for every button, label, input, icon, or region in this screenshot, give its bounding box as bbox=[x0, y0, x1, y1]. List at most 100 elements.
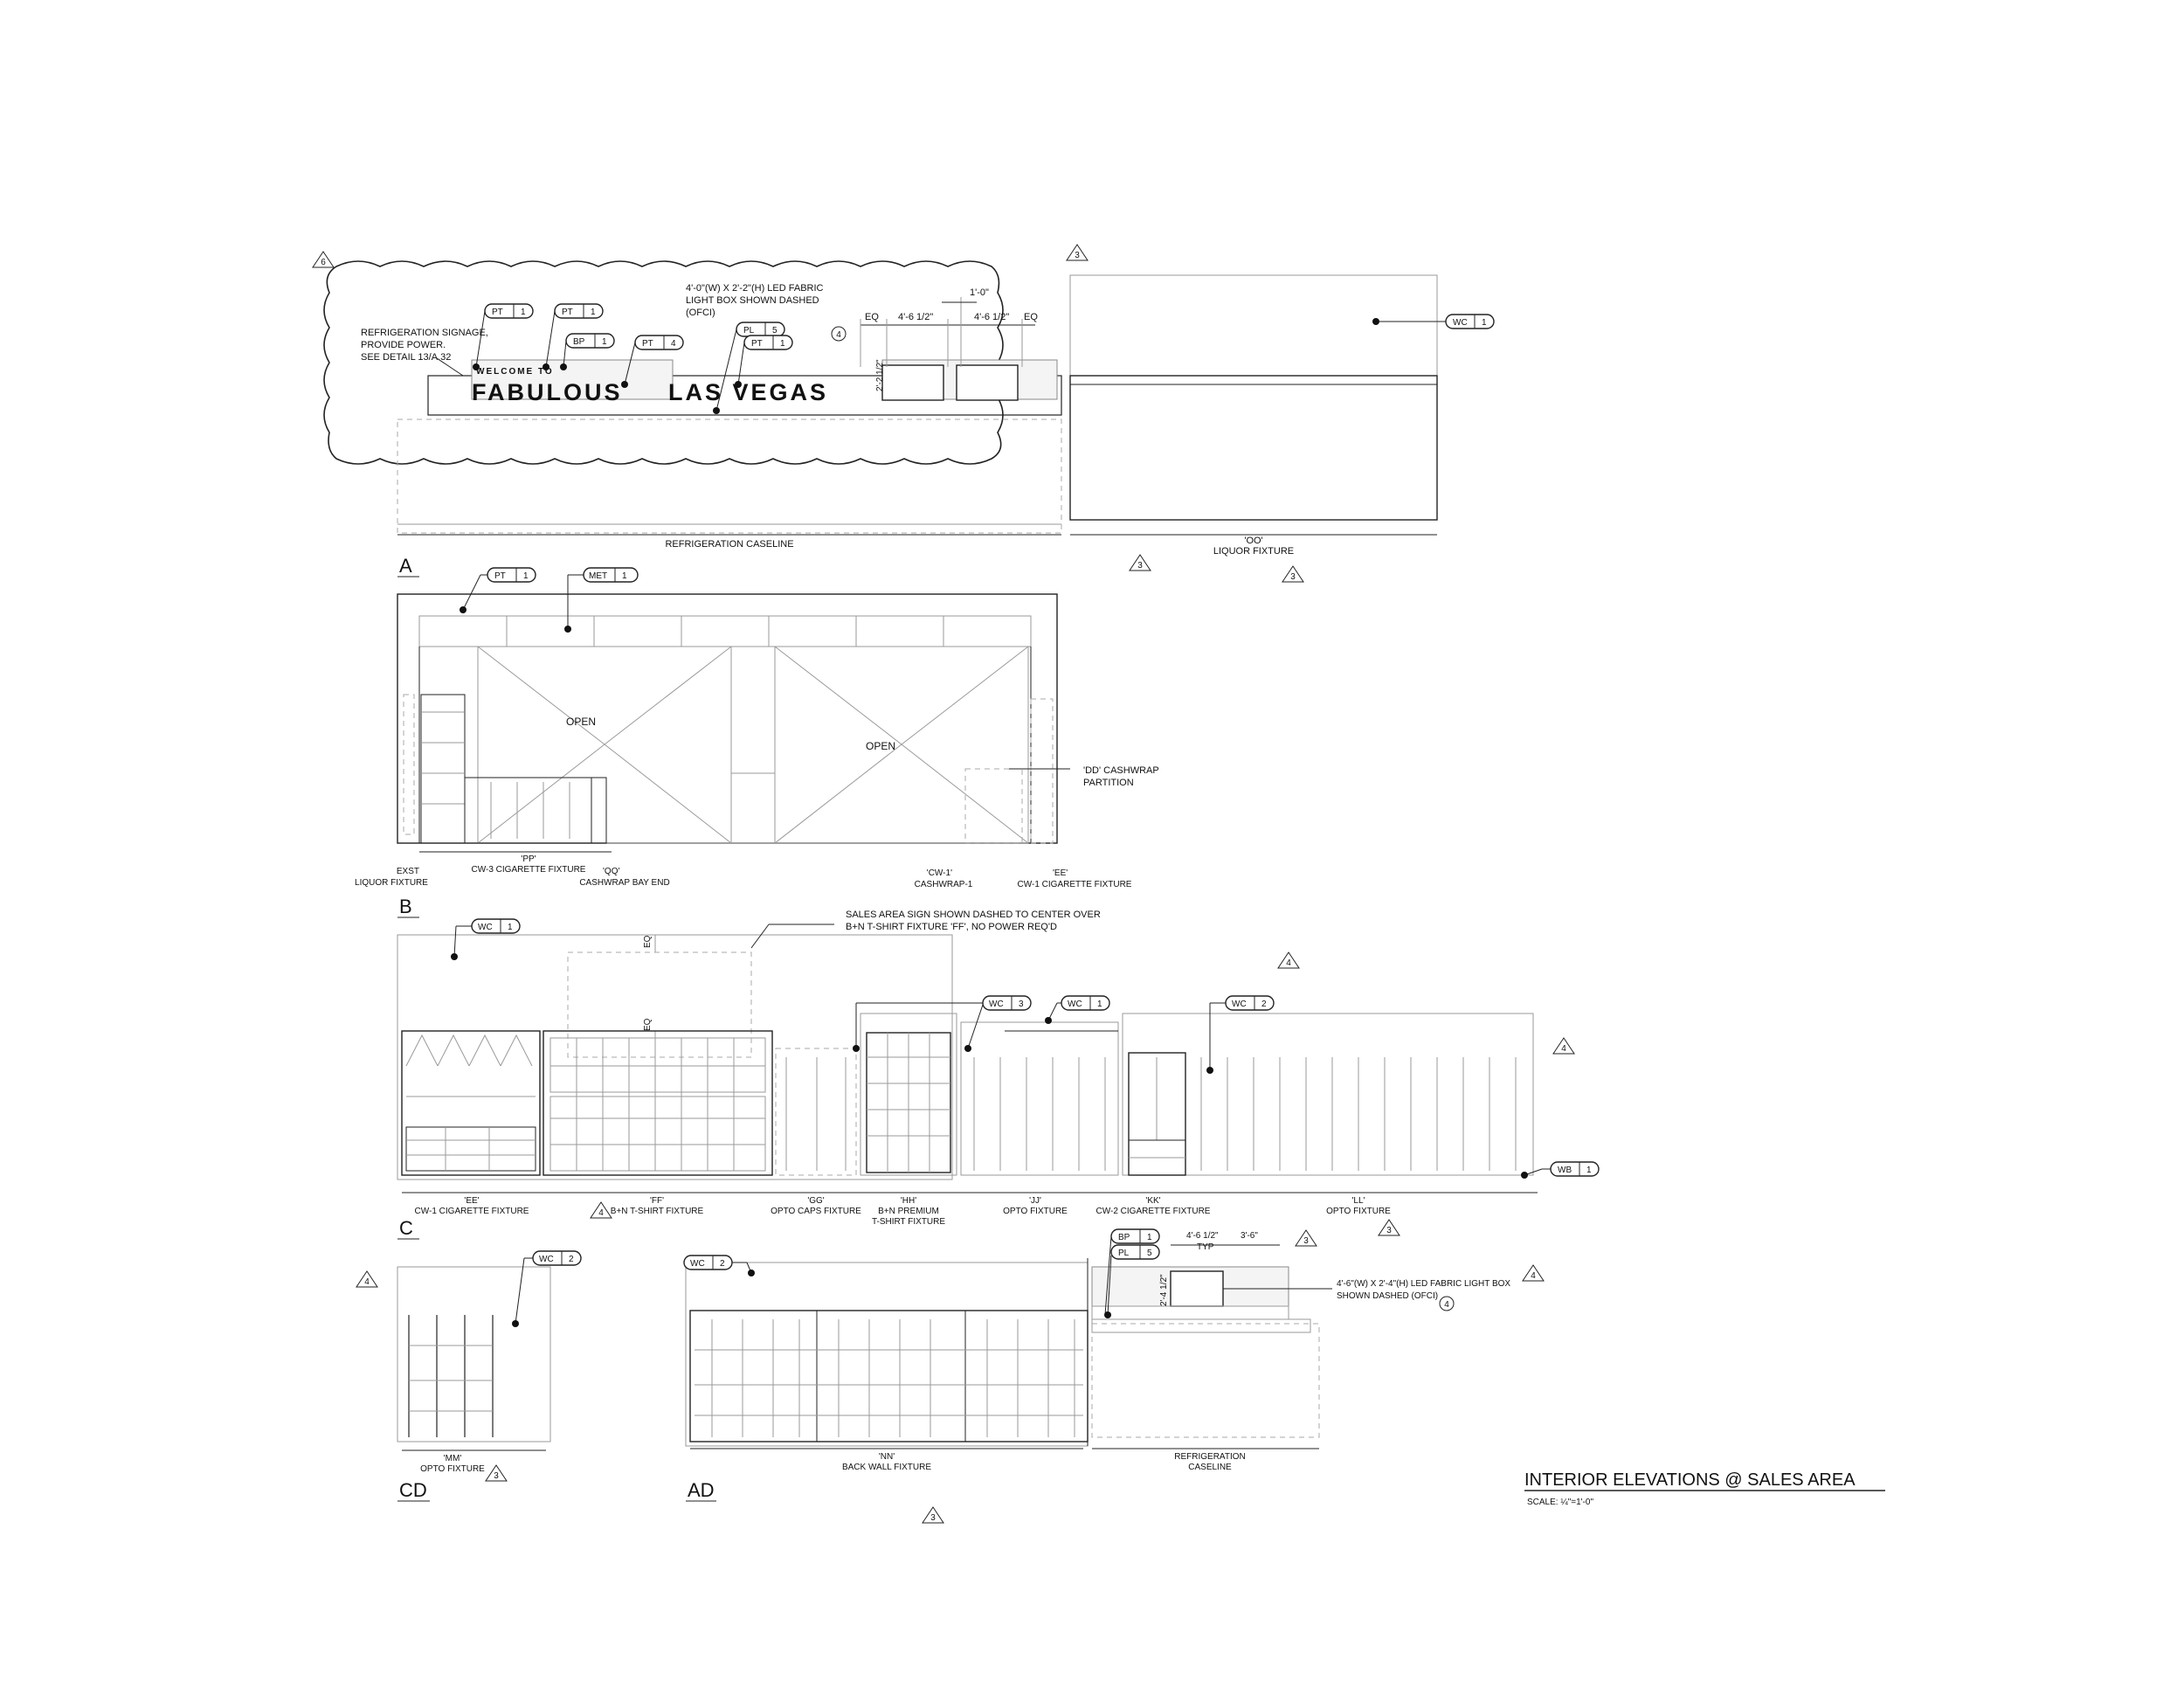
elevation-label-cd: CD bbox=[399, 1479, 427, 1501]
note-sales-area-sign: SALES AREA SIGN SHOWN DASHED TO CENTER O… bbox=[846, 910, 1103, 932]
svg-text:'PP': 'PP' bbox=[521, 854, 536, 864]
svg-text:'FF': 'FF' bbox=[650, 1196, 664, 1206]
svg-text:'QQ': 'QQ' bbox=[603, 867, 619, 876]
svg-text:'EE': 'EE' bbox=[1053, 868, 1068, 878]
svg-text:3: 3 bbox=[930, 1513, 936, 1523]
elevation-a: WELCOME TO FABULOUS LAS VEGAS REFRIGERAT… bbox=[312, 244, 1495, 583]
svg-text:WC: WC bbox=[989, 1000, 1004, 1009]
svg-text:EQ: EQ bbox=[643, 935, 653, 948]
svg-text:3: 3 bbox=[494, 1471, 499, 1481]
svg-text:WC: WC bbox=[1068, 1000, 1082, 1009]
svg-text:'LL': 'LL' bbox=[1352, 1196, 1365, 1206]
caption-refrigeration-caseline: REFRIGERATION CASELINE bbox=[665, 539, 793, 550]
svg-text:4: 4 bbox=[671, 339, 676, 349]
kk-cigarette-fixture bbox=[1128, 1052, 1186, 1176]
elevation-label-c: C bbox=[399, 1217, 413, 1239]
revision-triangles-c: 4 4 4 3 bbox=[590, 951, 1575, 1236]
nn-back-wall-fixture bbox=[689, 1310, 1089, 1442]
svg-text:1'-0": 1'-0" bbox=[970, 287, 989, 298]
svg-text:3: 3 bbox=[1137, 561, 1143, 571]
svg-text:OPTO FIXTURE: OPTO FIXTURE bbox=[1326, 1207, 1391, 1216]
jj-opto-fixture bbox=[973, 1057, 1106, 1171]
revision-cloud bbox=[323, 260, 1004, 465]
svg-text:4'-6 1/2": 4'-6 1/2" bbox=[1186, 1231, 1219, 1241]
svg-text:2: 2 bbox=[720, 1259, 725, 1269]
svg-text:3: 3 bbox=[1303, 1236, 1309, 1246]
svg-text:4: 4 bbox=[1444, 1300, 1449, 1310]
svg-text:4'-6 1/2": 4'-6 1/2" bbox=[898, 312, 933, 322]
svg-text:'OO': 'OO' bbox=[1244, 536, 1262, 546]
gg-opto-caps-fixture bbox=[775, 1048, 857, 1176]
svg-text:3: 3 bbox=[1290, 572, 1296, 582]
svg-text:CW-1 CIGARETTE FIXTURE: CW-1 CIGARETTE FIXTURE bbox=[1018, 880, 1132, 889]
svg-text:CW-1 CIGARETTE FIXTURE: CW-1 CIGARETTE FIXTURE bbox=[415, 1207, 529, 1216]
sheet-title: INTERIOR ELEVATIONS @ SALES AREA bbox=[1524, 1470, 1856, 1490]
brick-sign-panel bbox=[471, 359, 674, 400]
svg-text:1: 1 bbox=[1147, 1233, 1152, 1242]
ee-cigarette-fixture bbox=[401, 1030, 541, 1176]
svg-text:TYP: TYP bbox=[1197, 1242, 1214, 1252]
sign-fabulous: FABULOUS bbox=[472, 379, 623, 405]
caption-nn: BACK WALL FIXTURE bbox=[842, 1463, 931, 1472]
svg-text:4: 4 bbox=[836, 330, 841, 340]
svg-text:PT: PT bbox=[494, 571, 506, 581]
svg-text:EQ: EQ bbox=[643, 1018, 653, 1031]
svg-text:2: 2 bbox=[1261, 1000, 1267, 1009]
svg-text:PT: PT bbox=[642, 339, 653, 349]
svg-text:1: 1 bbox=[780, 339, 785, 349]
svg-text:1: 1 bbox=[523, 571, 529, 581]
svg-text:1: 1 bbox=[622, 571, 627, 581]
svg-text:PT: PT bbox=[751, 339, 763, 349]
refrigeration-case-ad bbox=[1091, 1323, 1320, 1438]
svg-text:5: 5 bbox=[1147, 1249, 1152, 1258]
svg-text:B+N T-SHIRT FIXTURE: B+N T-SHIRT FIXTURE bbox=[611, 1207, 704, 1216]
note-refrigeration-signage: REFRIGERATION SIGNAGE, PROVIDE POWER. SE… bbox=[361, 328, 491, 363]
svg-text:4: 4 bbox=[1286, 958, 1291, 968]
svg-text:WC: WC bbox=[539, 1255, 554, 1264]
light-box-left bbox=[881, 364, 944, 401]
svg-text:'MM': 'MM' bbox=[444, 1454, 462, 1463]
svg-text:BP: BP bbox=[1118, 1233, 1130, 1242]
elevation-c: SALES AREA SIGN SHOWN DASHED TO CENTER O… bbox=[397, 910, 1600, 1240]
svg-text:WC: WC bbox=[690, 1259, 705, 1269]
svg-text:PT: PT bbox=[562, 308, 573, 317]
light-box-ad bbox=[1170, 1270, 1224, 1307]
open-label-1: OPEN bbox=[566, 716, 596, 728]
svg-text:MET: MET bbox=[589, 571, 607, 581]
svg-text:3'-6": 3'-6" bbox=[1241, 1231, 1258, 1241]
svg-text:4'-6 1/2": 4'-6 1/2" bbox=[974, 312, 1009, 322]
svg-text:2'-2 1/2": 2'-2 1/2" bbox=[875, 359, 885, 391]
svg-text:OPTO FIXTURE: OPTO FIXTURE bbox=[1003, 1207, 1068, 1216]
svg-text:EQ: EQ bbox=[1024, 312, 1038, 322]
ff-tshirt-fixture bbox=[543, 1030, 773, 1176]
light-box-right bbox=[956, 364, 1019, 401]
svg-text:WB: WB bbox=[1558, 1166, 1572, 1175]
tag-wc-1 bbox=[1445, 314, 1495, 329]
svg-text:4: 4 bbox=[1531, 1271, 1536, 1281]
caption-refrigeration-ad: CASELINE bbox=[1188, 1463, 1232, 1472]
svg-text:BP: BP bbox=[573, 337, 585, 347]
svg-text:1: 1 bbox=[508, 923, 513, 932]
svg-text:5: 5 bbox=[772, 326, 778, 336]
svg-text:B+N PREMIUM: B+N PREMIUM bbox=[878, 1207, 939, 1216]
dimensions-a: EQ 4'-6 1/2" 1'-0" 4'-6 1/2" EQ 2'-2 1/2… bbox=[860, 287, 1038, 391]
sign-welcome: WELCOME TO bbox=[476, 367, 554, 377]
svg-text:1: 1 bbox=[1097, 1000, 1102, 1009]
svg-text:4: 4 bbox=[598, 1208, 604, 1218]
svg-text:OPTO CAPS FIXTURE: OPTO CAPS FIXTURE bbox=[771, 1207, 861, 1216]
svg-text:1: 1 bbox=[521, 308, 526, 317]
svg-text:1: 1 bbox=[1586, 1166, 1592, 1175]
open-label-2: OPEN bbox=[866, 740, 895, 752]
svg-text:4: 4 bbox=[1561, 1044, 1566, 1054]
svg-text:2: 2 bbox=[569, 1255, 574, 1264]
svg-text:EXST: EXST bbox=[397, 867, 419, 876]
svg-text:'HH': 'HH' bbox=[901, 1196, 916, 1206]
svg-text:1: 1 bbox=[591, 308, 596, 317]
svg-text:WC: WC bbox=[1232, 1000, 1247, 1009]
svg-text:PL: PL bbox=[1118, 1249, 1130, 1258]
